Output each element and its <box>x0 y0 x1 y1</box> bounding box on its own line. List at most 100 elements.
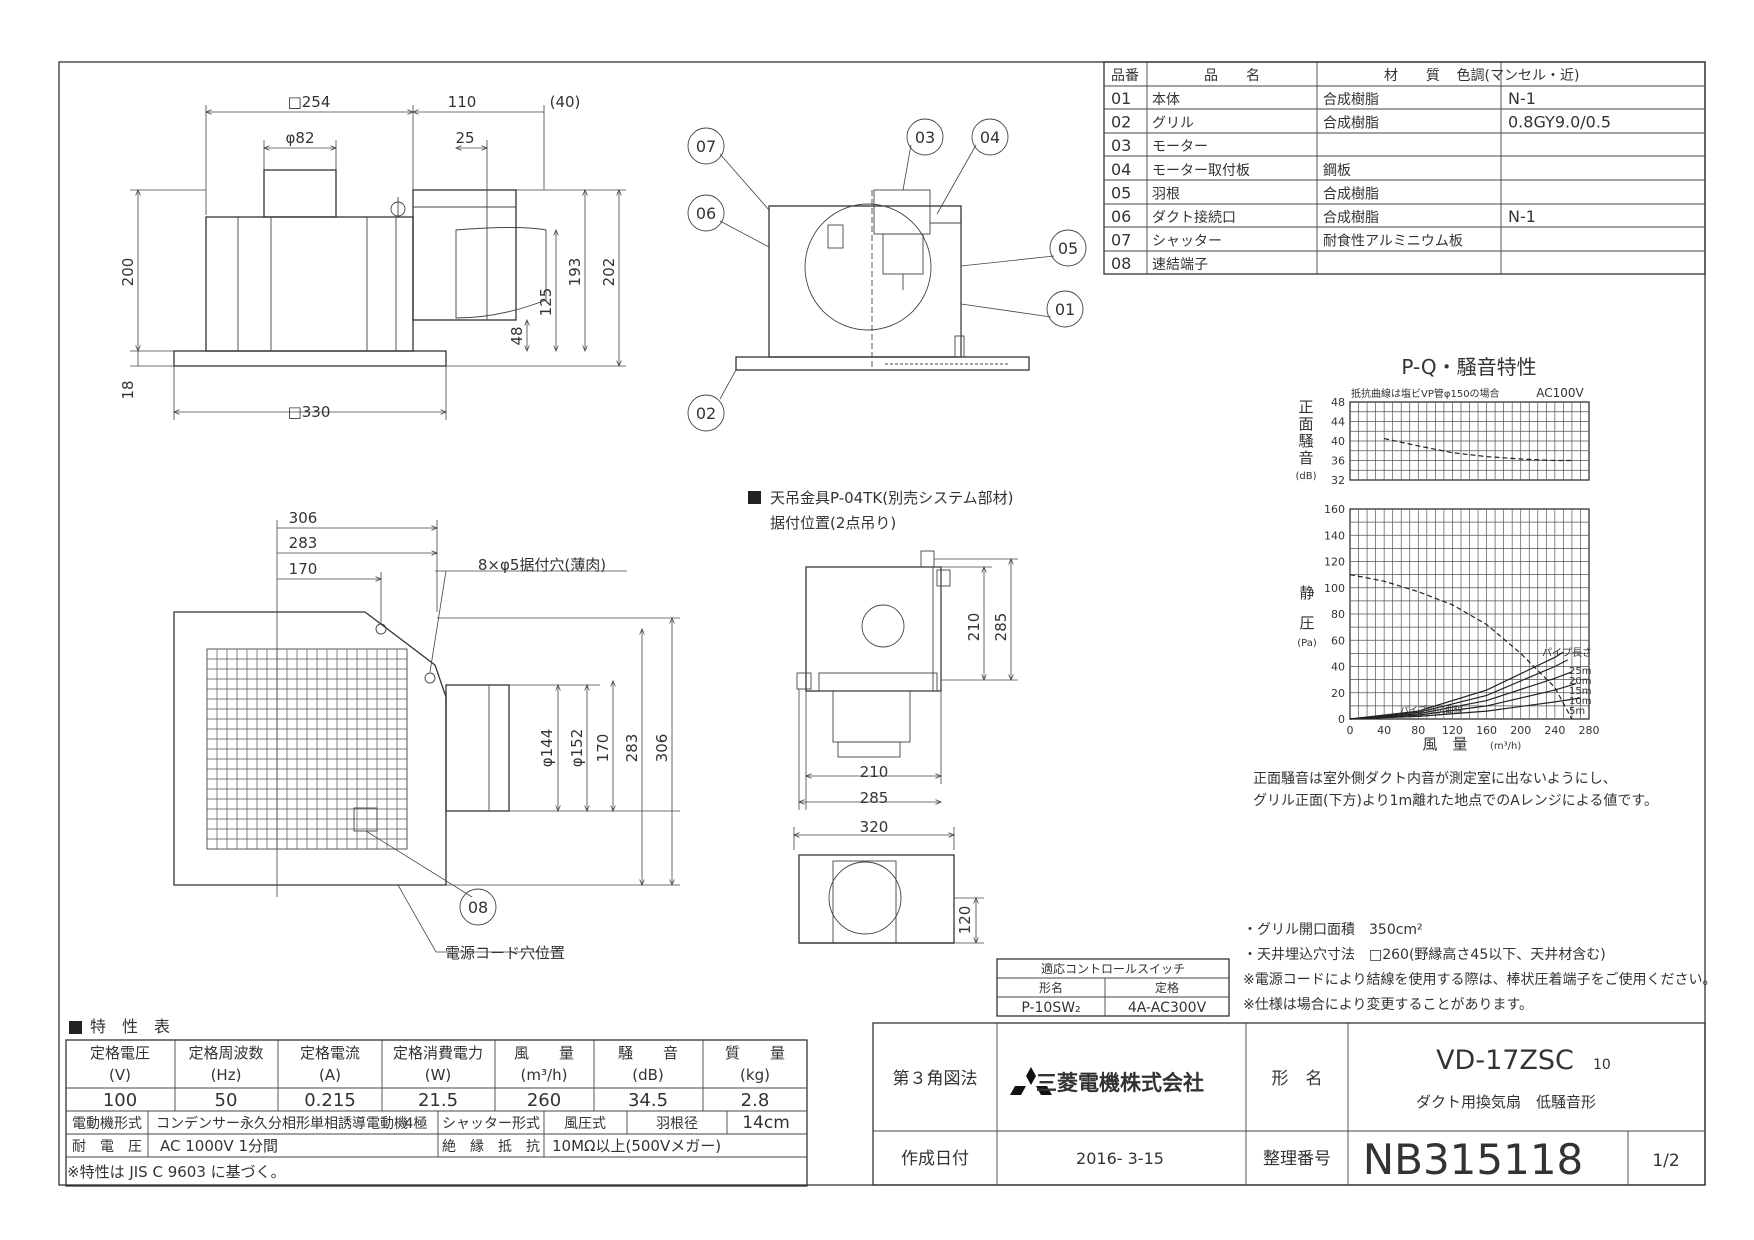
dim-flange: 18 <box>119 380 137 399</box>
noise-unit: (dB) <box>1295 471 1316 482</box>
parts-table-cell: N-1 <box>1508 89 1536 108</box>
parts-table-cell: 02 <box>1111 113 1131 132</box>
mitsubishi-logo-icon <box>1010 1067 1052 1095</box>
dim-w283: 283 <box>289 534 318 552</box>
switch-rating: 4A-AC300V <box>1128 1000 1207 1016</box>
y-tick-label: 100 <box>1324 582 1345 595</box>
dim-duct-h1: 48 <box>508 326 526 345</box>
side-view-flange <box>173 350 447 367</box>
specs-unit: (m³/h) <box>521 1066 568 1084</box>
x-tick-label: 160 <box>1476 724 1497 737</box>
model-label: 形 名 <box>1272 1069 1323 1089</box>
noise-axis-label: 正 <box>1298 398 1313 416</box>
parts-table-header: 色調(マンセル・近) <box>1457 67 1580 84</box>
y-tick-label: 160 <box>1324 503 1345 516</box>
section-view-motor <box>873 189 931 235</box>
specs-header: 質 量 <box>725 1044 785 1062</box>
specs-value: 100 <box>103 1090 137 1111</box>
motor-label: 電動機形式 <box>72 1116 142 1132</box>
switch-model: P-10SW₂ <box>1021 1000 1080 1016</box>
dim-h306: 306 <box>653 734 671 763</box>
parts-table-cell: 06 <box>1111 207 1131 226</box>
callout-number: 02 <box>696 404 716 423</box>
motor-poles: 4極 <box>405 1116 428 1132</box>
parts-table-header: 品 名 <box>1204 68 1260 84</box>
pressure-axis-label: 静 <box>1299 584 1314 602</box>
callout-number: 03 <box>915 128 935 147</box>
parts-table-cell: 合成樹脂 <box>1323 92 1379 108</box>
dim-duct-h3: 193 <box>566 258 584 287</box>
dim-base-width: □330 <box>288 403 331 421</box>
dim-v285: 285 <box>992 613 1010 642</box>
blade-value: 14cm <box>742 1113 790 1133</box>
dim-w170: 170 <box>289 560 318 578</box>
parts-table-cell: 羽根 <box>1152 186 1180 202</box>
dim-v210: 210 <box>965 613 983 642</box>
specs-header: 騒 音 <box>618 1044 678 1062</box>
specs-title: 特 性 表 <box>90 1017 170 1036</box>
resistance-curve <box>1349 659 1568 720</box>
callout-number: 07 <box>696 137 716 156</box>
model-suffix: 10 <box>1593 1057 1611 1073</box>
specs-unit: (dB) <box>632 1066 664 1084</box>
pipe-length-value: 5m <box>1569 706 1585 717</box>
specs-header: 定格消費電力 <box>393 1044 483 1062</box>
dim-h120: 120 <box>956 906 974 935</box>
parts-table-cell: 01 <box>1111 89 1131 108</box>
parts-table-cell: シャッター <box>1152 234 1222 250</box>
number-label: 整理番号 <box>1263 1149 1331 1169</box>
specs-header: 定格電圧 <box>90 1044 150 1062</box>
parts-table-cell: ダクト接続口 <box>1152 209 1236 226</box>
y-tick-label: 40 <box>1331 661 1345 674</box>
leader-line <box>902 144 912 191</box>
pipe-length-value: 20m <box>1569 676 1591 687</box>
parts-table-cell: 鋼板 <box>1323 163 1351 179</box>
specs-unit: (V) <box>109 1066 131 1084</box>
noise-axis-label: 面 <box>1298 415 1313 433</box>
x-tick-label: 0 <box>1347 724 1354 737</box>
dim-body-height: 200 <box>119 258 137 287</box>
date-value: 2016- 3-15 <box>1076 1149 1164 1168</box>
parts-table-header: 品番 <box>1111 68 1139 84</box>
plan-view-hole-1 <box>375 623 387 635</box>
cord-hole-label: 電源コード穴位置 <box>445 944 565 962</box>
noise-axis-label: 騒 <box>1298 432 1313 450</box>
parts-table-cell: モーター取付板 <box>1152 163 1250 179</box>
x-tick-label: 200 <box>1510 724 1531 737</box>
chart-note-line: 正面騒音は室外側ダクト内音が測定室に出ないようにし、 <box>1253 770 1617 787</box>
parts-table-cell: 合成樹脂 <box>1323 116 1379 132</box>
notes: ・グリル開口面積 350cm²・天井埋込穴寸法 □260(野縁高さ45以下、天井… <box>1243 922 1716 1013</box>
plan-view-duct <box>445 684 510 812</box>
dim-total-h: 202 <box>600 258 618 287</box>
section-view-duct-ring <box>804 203 932 331</box>
pipe-length-value: 25m <box>1569 666 1591 677</box>
side-view-duct-connector <box>412 189 517 321</box>
model-name: VD-17ZSC <box>1436 1045 1574 1076</box>
resistance-curve <box>1349 683 1577 720</box>
voltage-label: 耐 電 圧 <box>72 1139 142 1155</box>
bracket-view-frame <box>805 566 942 692</box>
callout-circle <box>459 888 497 926</box>
pressure-axis-label: 圧 <box>1299 614 1314 632</box>
y-tick-label: 140 <box>1324 529 1345 542</box>
callout-number: 04 <box>980 128 1000 147</box>
side-view-shutter <box>455 227 547 319</box>
model-description: ダクト用換気扇 低騒音形 <box>1416 1093 1596 1111</box>
callout-circle <box>687 394 725 432</box>
callout-number: 05 <box>1058 239 1078 258</box>
pressure-chart-grid <box>1350 509 1589 719</box>
bracket-subtitle: 据付位置(2点吊り) <box>770 514 896 532</box>
x-axis-unit: (m³/h) <box>1490 741 1521 752</box>
pipe-length-label: パイプ長さ <box>1542 647 1592 659</box>
specs-header: 定格周波数 <box>188 1044 263 1062</box>
insulation-value: 10MΩ以上(500Vメガー) <box>552 1137 721 1155</box>
section-view-flange <box>735 356 1030 371</box>
dim-right-extra: (40) <box>550 93 581 111</box>
noise-axis-label: 音 <box>1298 449 1313 467</box>
